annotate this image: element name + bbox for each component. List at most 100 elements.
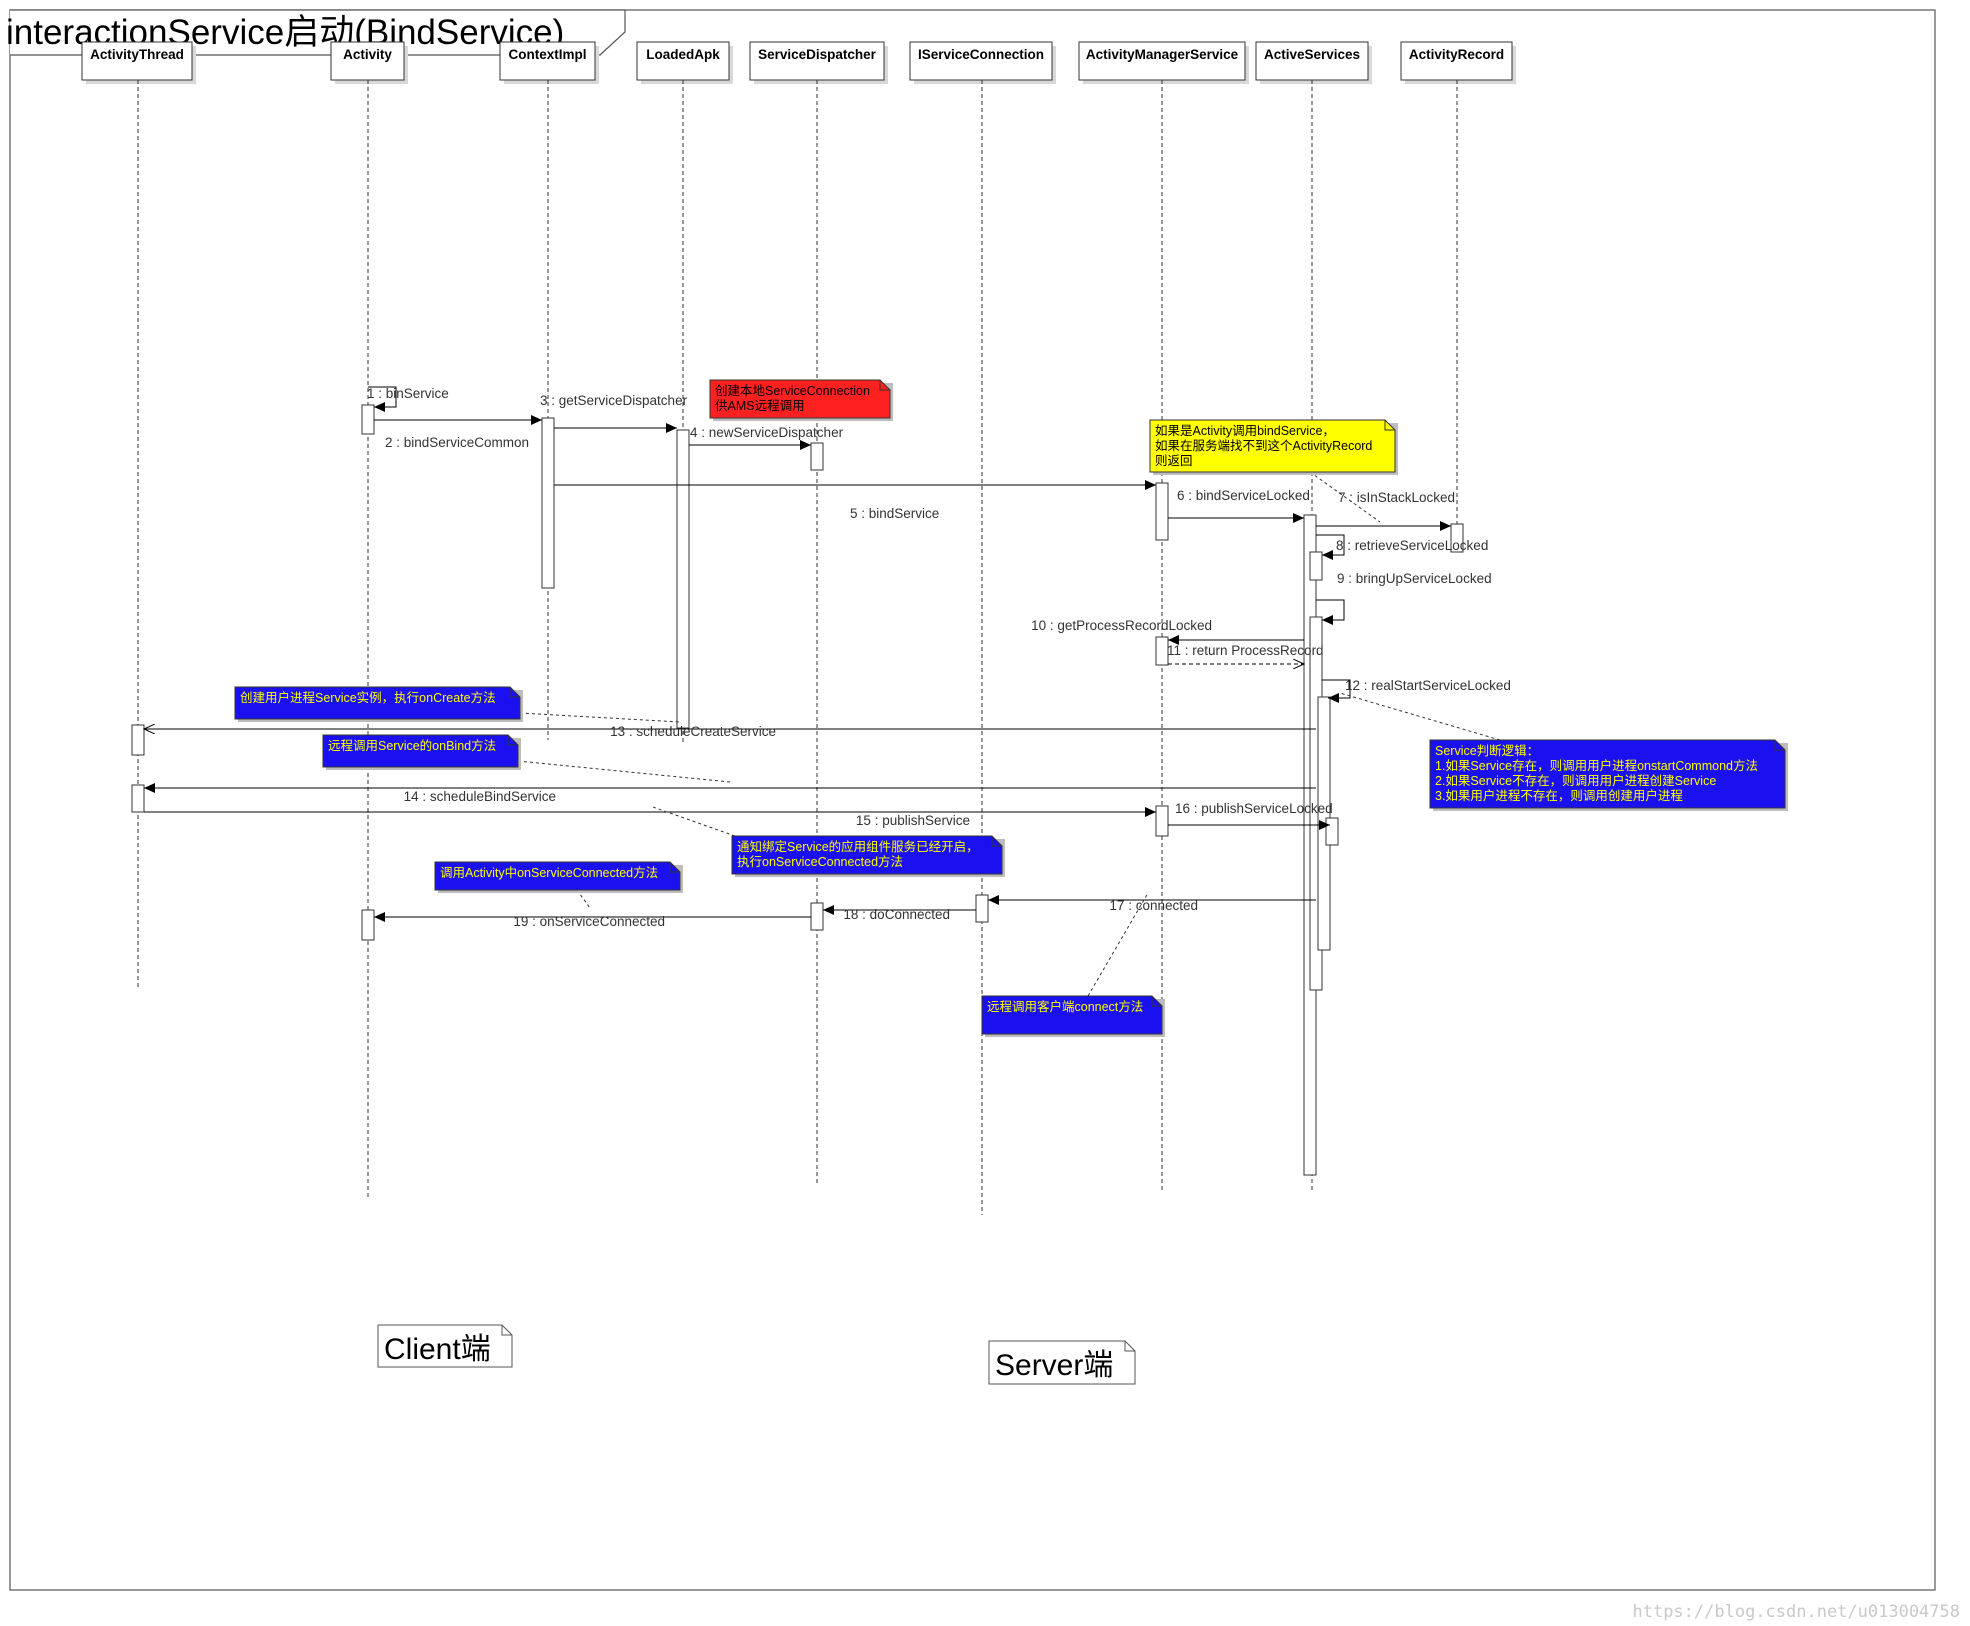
message-8: 8 : retrieveServiceLocked (1316, 534, 1488, 560)
note-connector (1339, 692, 1501, 741)
note-connector (517, 760, 731, 783)
server-label-box: Server端 (988, 1340, 1136, 1385)
message-label: 11 : return ProcessRecord (1167, 643, 1324, 658)
note-text: 3.如果用户进程不存在，则调用创建用户进程 (1435, 788, 1683, 803)
message-2: 2 : bindServiceCommon (374, 415, 542, 450)
watermark: https://blog.csdn.net/u013004758 (1632, 1602, 1960, 1622)
message-label: 4 : newServiceDispatcher (690, 425, 844, 440)
activation-bar (1155, 482, 1169, 541)
message-label: 16 : publishServiceLocked (1175, 801, 1333, 816)
note-connector (519, 712, 681, 723)
message-12: 12 : realStartServiceLocked (1322, 678, 1511, 703)
note-text: 创建本地ServiceConnection (715, 384, 870, 398)
note-onbind: 远程调用Service的onBind方法 (322, 734, 731, 783)
note-text: 执行onServiceConnected方法 (737, 854, 903, 869)
note-text: 调用Activity中onServiceConnected方法 (440, 865, 658, 880)
message-9: 9 : bringUpServiceLocked (1316, 571, 1492, 625)
activation-bar (1155, 636, 1169, 666)
activation-bar (1155, 805, 1169, 837)
message-5: 5 : bindService (554, 480, 1156, 521)
message-label: 10 : getProcessRecordLocked (1031, 618, 1212, 633)
note-text: 2.如果Service不存在，则调用用户进程创建Service (1435, 773, 1716, 788)
note-text: 如果是Activity调用bindService， (1155, 423, 1335, 438)
message-label: 13 : scheduleCreateService (610, 724, 776, 739)
note-box (434, 861, 681, 891)
message-label: 19 : onServiceConnected (513, 914, 665, 929)
note-text: 如果在服务端找不到这个ActivityRecord (1155, 438, 1372, 453)
message-label: 18 : doConnected (843, 907, 950, 922)
message-arrow (368, 386, 397, 412)
activation-bar (975, 894, 989, 923)
lifeline-name: Activity (343, 47, 392, 62)
note-text: 通知绑定Service的应用组件服务已经开启， (737, 839, 979, 854)
message-arrow (1322, 679, 1351, 703)
message-label: 17 : connected (1109, 898, 1198, 913)
lifelines: ActivityThread Activity ContextImpl LoadedA… (81, 41, 1516, 1215)
note-text: 供AMS远程调用 (715, 398, 805, 413)
note-connect: 远程调用客户端connect方法 (981, 892, 1165, 1037)
message-label: 3 : getServiceDispatcher (540, 393, 688, 408)
message-17: 17 : connected (988, 895, 1316, 913)
note-box (709, 379, 891, 419)
note-text: 创建用户进程Service实例，执行onCreate方法 (240, 690, 496, 705)
message-19: 19 : onServiceConnected (374, 912, 811, 929)
note-logic: Service判断逻辑：1.如果Service存在，则调用用户进程onstart… (1339, 692, 1788, 811)
message-13: 13 : scheduleCreateService (144, 724, 1316, 739)
message-arrow (1316, 534, 1345, 560)
message-label: 8 : retrieveServiceLocked (1336, 538, 1488, 553)
note-box (1429, 739, 1786, 809)
message-label: 6 : bindServiceLocked (1177, 488, 1310, 503)
lifeline-name: ActivityManagerService (1086, 47, 1239, 62)
note-connector (649, 805, 736, 837)
activation-bar (810, 442, 824, 471)
activation-bar (676, 429, 690, 729)
lifeline-name: IServiceConnection (918, 47, 1044, 62)
note-text: 远程调用客户端connect方法 (987, 999, 1143, 1014)
activation-bar (1309, 551, 1323, 581)
message-label: 14 : scheduleBindService (404, 789, 556, 804)
message-16: 16 : publishServiceLocked (1168, 801, 1333, 830)
note-onconnected: 调用Activity中onServiceConnected方法 (434, 861, 683, 909)
message-label: 12 : realStartServiceLocked (1345, 678, 1511, 693)
lifeline-name: ActivityRecord (1409, 47, 1504, 62)
lifeline-ci: ContextImpl (499, 41, 599, 740)
message-label: 7 : isInStackLocked (1338, 490, 1455, 505)
lifeline-name: ActiveServices (1264, 47, 1360, 62)
message-label: 9 : bringUpServiceLocked (1337, 571, 1492, 586)
message-label: 15 : publishService (856, 813, 970, 828)
lifeline-act: Activity (330, 41, 408, 1200)
server-label: Server端 (995, 1349, 1113, 1382)
note-oncreate: 创建用户进程Service实例，执行onCreate方法 (234, 686, 681, 723)
activation-bar (810, 902, 824, 931)
note-text: 远程调用Service的onBind方法 (328, 738, 496, 753)
note-box (234, 686, 521, 720)
note-text: 则返回 (1155, 454, 1193, 468)
lifeline-name: ActivityThread (90, 47, 184, 62)
message-18: 18 : doConnected (823, 905, 976, 922)
message-4: 4 : newServiceDispatcher (689, 425, 844, 450)
activation-bars (131, 404, 1464, 1176)
message-arrow (1316, 599, 1345, 625)
activation-bar (1325, 817, 1339, 846)
lifeline-ar: ActivityRecord (1400, 41, 1516, 545)
activation-bar (541, 417, 555, 589)
note-box (981, 995, 1163, 1035)
message-6: 6 : bindServiceLocked (1168, 488, 1310, 523)
notes: 创建本地ServiceConnection供AMS远程调用如果是Activity… (234, 379, 1788, 1037)
activation-bar (361, 404, 375, 435)
message-7: 7 : isInStackLocked (1316, 490, 1455, 531)
note-text: Service判断逻辑： (1435, 743, 1539, 758)
activation-bar (361, 909, 375, 941)
lifeline-name: LoadedApk (646, 47, 720, 62)
lifeline-sd: ServiceDispatcher (749, 41, 888, 1185)
note-box (731, 835, 1003, 875)
message-11: 11 : return ProcessRecord (1167, 643, 1324, 664)
message-1: 1 : binService (367, 386, 449, 412)
lifeline-at: ActivityThread (81, 41, 196, 990)
note-connector (1087, 892, 1149, 997)
activation-bar (131, 784, 145, 813)
note-box (1149, 419, 1396, 473)
note-box (322, 734, 519, 768)
